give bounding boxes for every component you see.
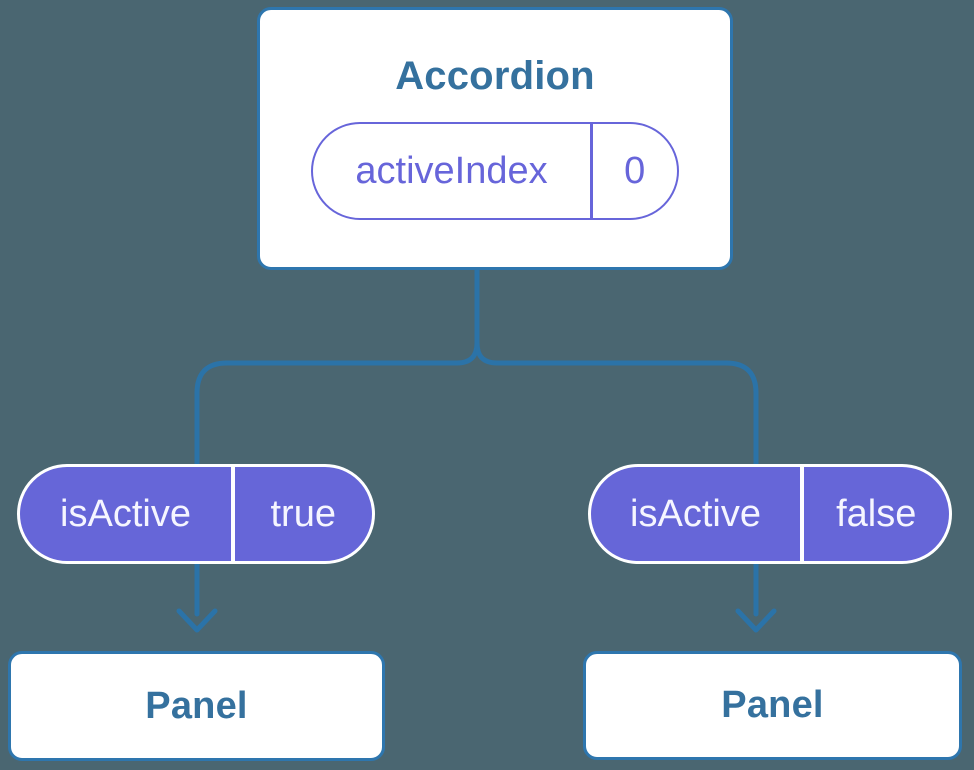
pill-divider: [590, 124, 593, 218]
state-name-label: activeIndex: [355, 149, 548, 192]
prop-name-label: isActive: [60, 492, 191, 535]
prop-value-label: true: [270, 492, 336, 535]
connector-right-branch: [474, 265, 759, 617]
prop-pill-isactive-false: isActive false: [588, 464, 952, 564]
panel-component-card-right: Panel: [583, 651, 962, 760]
arrow-down-icon: [176, 608, 218, 633]
accordion-component-card: Accordion activeIndex 0: [257, 7, 733, 270]
state-value-label: 0: [624, 149, 646, 192]
pill-divider: [800, 467, 804, 561]
panel-title: Panel: [145, 684, 248, 727]
prop-pill-isactive-true: isActive true: [17, 464, 375, 564]
panel-component-card-left: Panel: [8, 651, 385, 761]
panel-title: Panel: [721, 684, 824, 726]
accordion-title: Accordion: [395, 54, 595, 98]
pill-divider: [231, 467, 235, 561]
prop-value-label: false: [836, 492, 917, 535]
arrow-down-icon: [735, 608, 777, 633]
state-pill-activeindex: activeIndex 0: [311, 122, 679, 220]
prop-name-label: isActive: [630, 492, 761, 535]
